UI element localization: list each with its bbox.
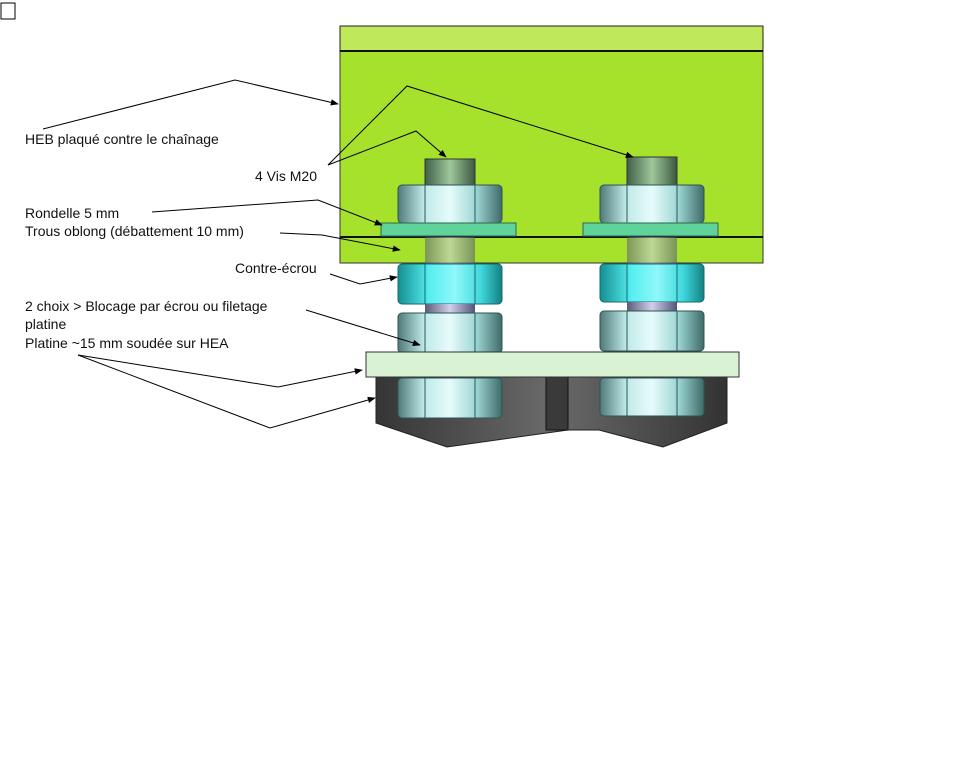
leader-heb: [42, 79, 339, 130]
shaft-left-2: [425, 304, 475, 313]
nut-left-mid: [397, 312, 503, 354]
locknut-left: [397, 263, 503, 305]
leader-platine: [77, 354, 363, 388]
washer-left: [380, 222, 517, 237]
shaft-left-1: [425, 237, 475, 264]
leader-lines: [42, 79, 634, 429]
label-contre-ecrou: Contre-écrou: [235, 260, 317, 276]
platine-plate: [365, 351, 740, 378]
label-heb: HEB plaqué contre le chaînage: [25, 131, 219, 147]
label-trous: Trous oblong (débattement 10 mm): [25, 223, 244, 239]
label-choix-line1: 2 choix > Blocage par écrou ou filetage: [25, 298, 268, 314]
nut-right-top: [599, 184, 705, 224]
bolt-assembly-left: [380, 158, 517, 419]
bolt-head-left: [424, 158, 476, 186]
leader-choix: [305, 309, 421, 346]
label-rondelle: Rondelle 5 mm: [25, 205, 119, 221]
bolt-head-right: [626, 156, 678, 186]
leader-trous: [279, 232, 401, 252]
leader-contre-ecrou: [329, 273, 398, 285]
locknut-right: [599, 263, 705, 303]
label-choix-line2: platine: [25, 316, 66, 332]
shaft-right-2: [627, 302, 677, 311]
nut-left-top: [397, 184, 503, 224]
shaft-right-1: [627, 237, 677, 264]
leader-vis-left: [327, 130, 447, 166]
label-vis: 4 Vis M20: [255, 168, 317, 184]
nut-left-bottom: [397, 377, 503, 419]
label-platine: Platine ~15 mm soudée sur HEA: [25, 335, 229, 351]
nut-right-bottom: [599, 377, 705, 417]
leader-rondelle: [151, 199, 383, 226]
bolt-assembly-right: [582, 156, 719, 417]
leader-vis-right: [327, 85, 634, 166]
leader-hea: [77, 354, 376, 429]
washer-right: [582, 222, 719, 237]
nut-right-mid: [599, 310, 705, 352]
corner-marker: [0, 2, 16, 20]
